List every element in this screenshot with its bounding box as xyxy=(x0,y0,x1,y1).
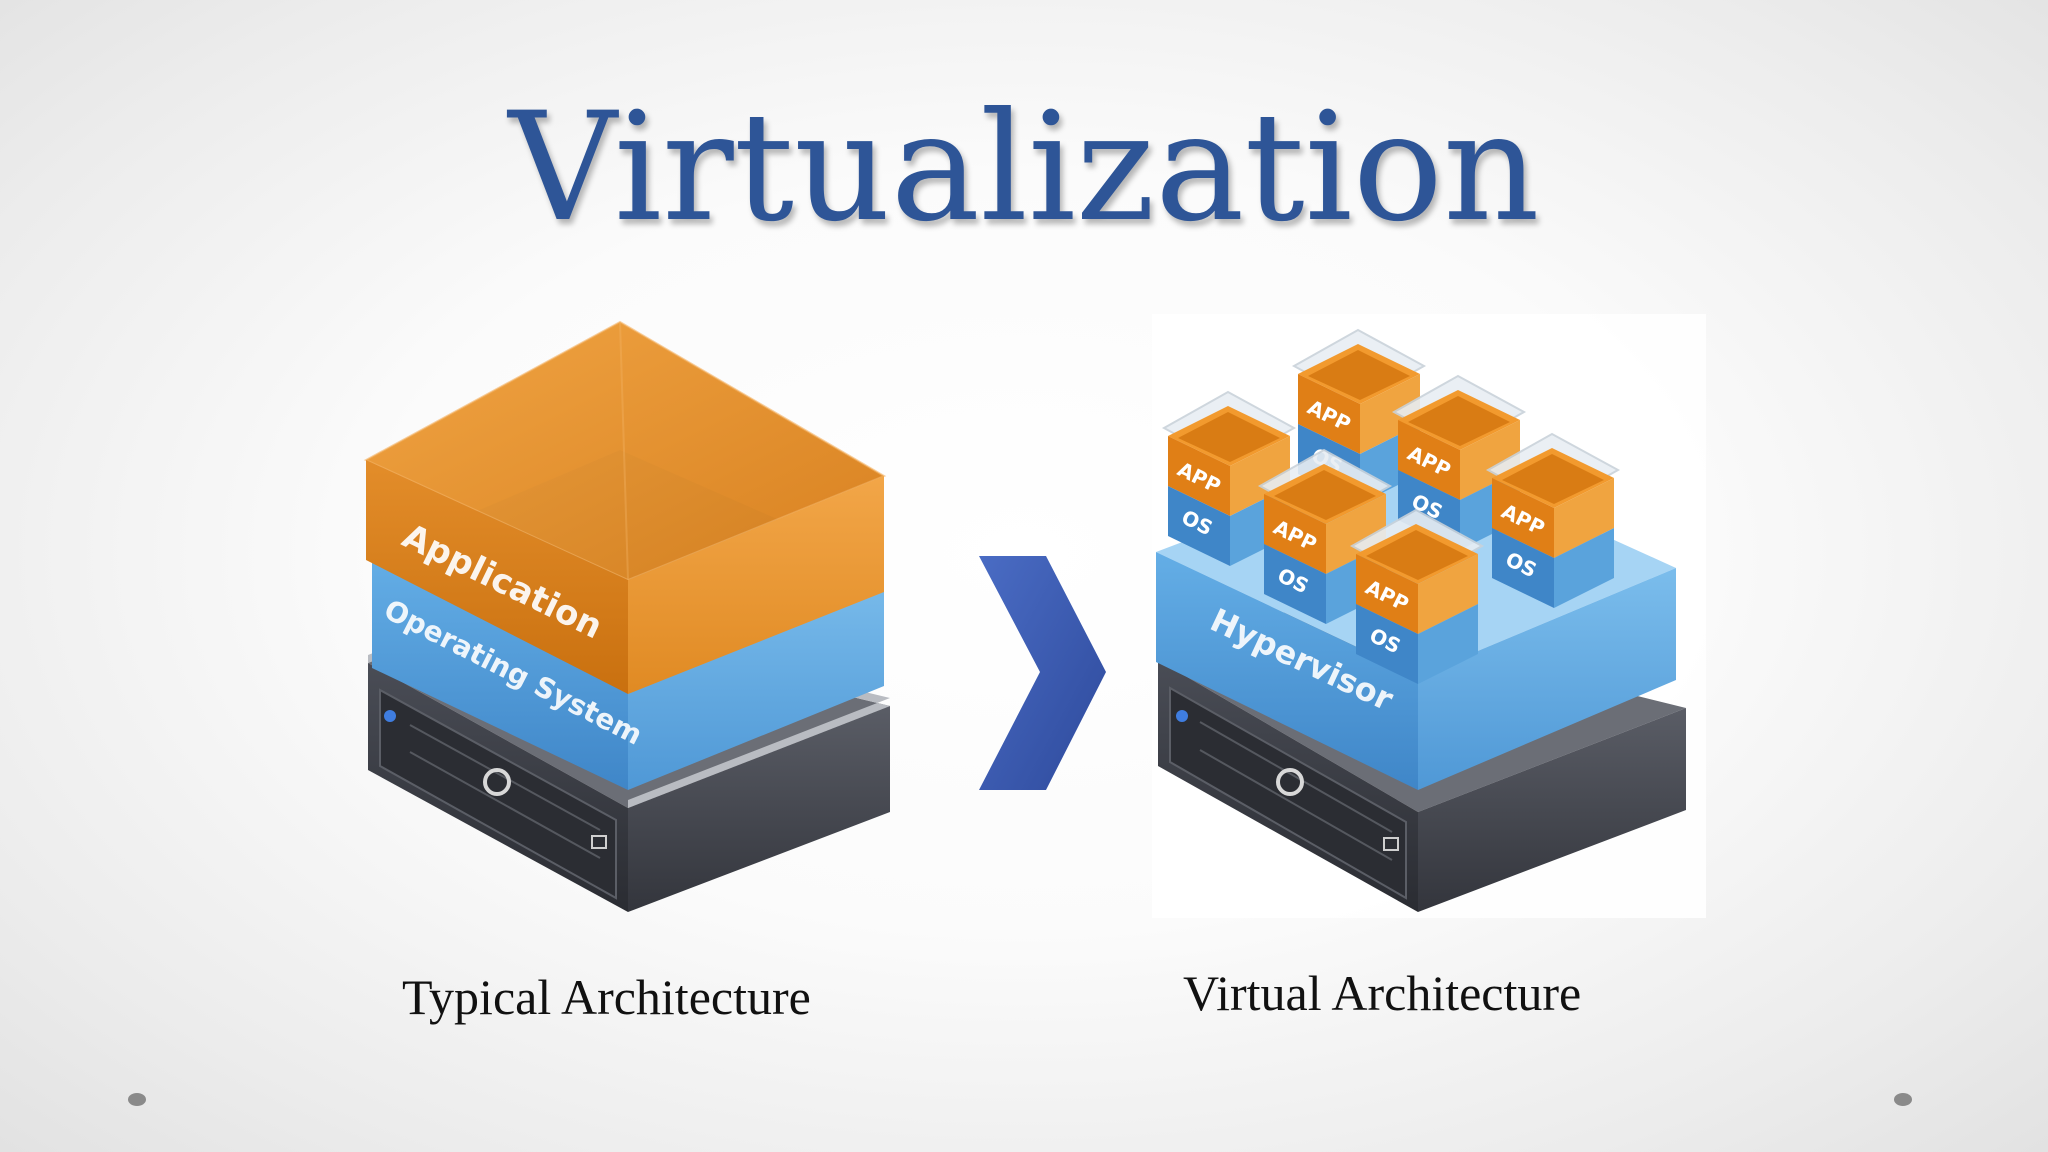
application-layer xyxy=(363,320,887,694)
slide-corner-dot xyxy=(128,1093,146,1106)
slide-title: Virtualization xyxy=(508,81,1540,255)
virtual-architecture-stack: Hypervisor APPOSAPPOSAPPOSAPPOSAPPOSAPPO… xyxy=(1152,314,1706,918)
virtual-machines: APPOSAPPOSAPPOSAPPOSAPPOSAPPOS xyxy=(1161,328,1621,684)
typical-architecture-caption: Typical Architecture xyxy=(402,969,811,1025)
typical-architecture-stack: Application Operating System xyxy=(363,320,890,912)
chevron-right-icon xyxy=(979,556,1106,790)
virtual-architecture-caption: Virtual Architecture xyxy=(1183,965,1582,1021)
slide-corner-dot xyxy=(1894,1093,1912,1106)
